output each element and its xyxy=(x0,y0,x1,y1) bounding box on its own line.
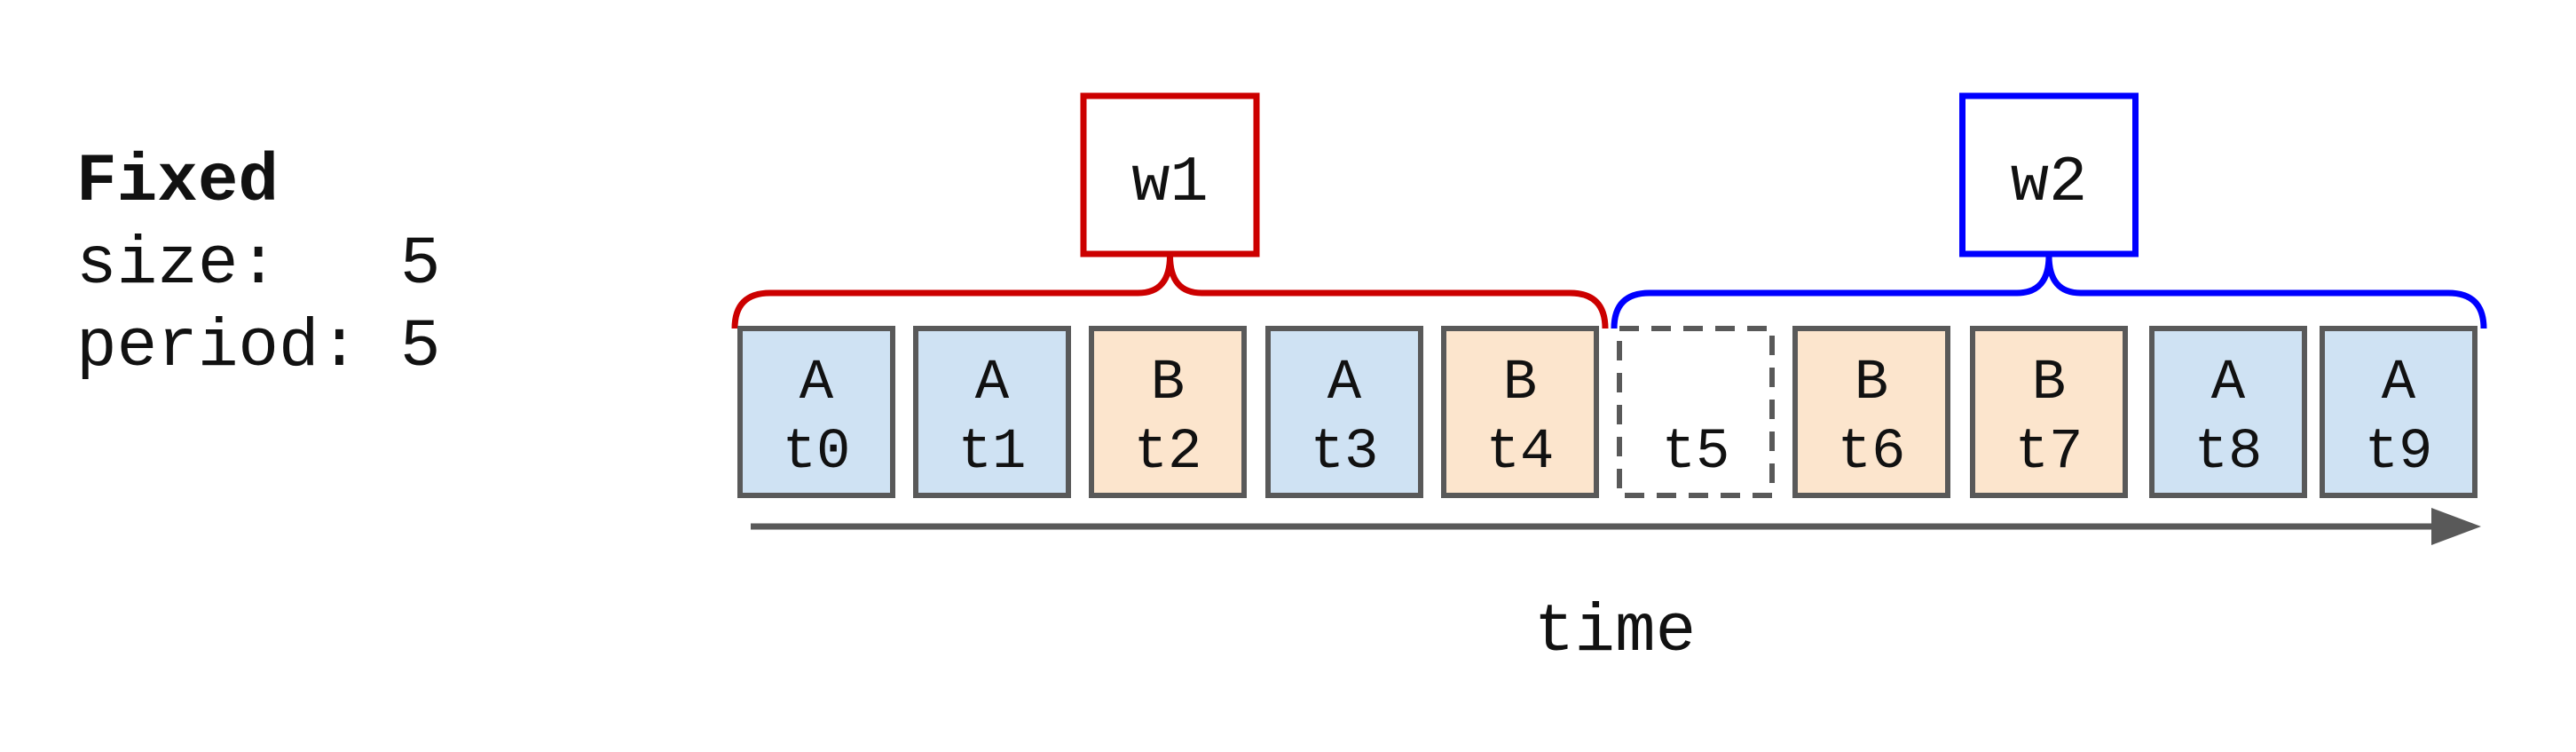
cell-time-label: t3 xyxy=(1311,421,1379,485)
cell-box xyxy=(1089,326,1247,498)
cell-type-label: B xyxy=(1151,352,1185,416)
cell-box xyxy=(1441,326,1599,498)
cell-t5: t5 xyxy=(1617,326,1775,498)
cell-time-label: t0 xyxy=(783,421,851,485)
window-label: w1 xyxy=(1131,146,1208,219)
cell-t4: Bt4 xyxy=(1441,326,1599,498)
info-block: Fixed size: 5 period: 5 xyxy=(76,144,440,385)
cell-time-label: t6 xyxy=(1838,421,1906,485)
cell-t1: At1 xyxy=(913,326,1071,498)
cell-box xyxy=(2149,326,2307,498)
info-period: period: 5 xyxy=(76,309,440,385)
cell-t9: At9 xyxy=(2320,326,2478,498)
cell-type-label: B xyxy=(2032,352,2066,416)
cell-type-label: B xyxy=(1855,352,1888,416)
cell-t3: At3 xyxy=(1265,326,1423,498)
cell-time-label: t1 xyxy=(958,421,1027,485)
cell-box xyxy=(1265,326,1423,498)
cell-t8: At8 xyxy=(2149,326,2307,498)
window-brace xyxy=(1611,255,2487,329)
window-brace xyxy=(731,255,1609,329)
cell-type-label: B xyxy=(1503,352,1537,416)
cell-type-label: A xyxy=(2211,352,2246,416)
window-w2: w2 xyxy=(1611,92,2487,329)
cell-time-label: t4 xyxy=(1486,421,1555,485)
cell-box xyxy=(913,326,1071,498)
info-size: size: 5 xyxy=(76,226,440,303)
time-axis-label: time xyxy=(1534,594,1696,670)
cell-box xyxy=(737,326,895,498)
cell-type-label: A xyxy=(975,352,1010,416)
cell-t2: Bt2 xyxy=(1089,326,1247,498)
cell-box xyxy=(1792,326,1950,498)
cell-type-label: A xyxy=(1327,352,1362,416)
cell-type-label: A xyxy=(2382,352,2416,416)
window-label: w2 xyxy=(2011,146,2087,219)
window-w1: w1 xyxy=(731,92,1609,329)
time-axis: time xyxy=(751,508,2481,670)
window-box xyxy=(1959,92,2139,257)
cell-time-label: t7 xyxy=(2015,421,2084,485)
cell-t0: At0 xyxy=(737,326,895,498)
cell-time-label: t9 xyxy=(2365,421,2433,485)
cell-t7: Bt7 xyxy=(1970,326,2128,498)
cell-t6: Bt6 xyxy=(1792,326,1950,498)
cell-time-label: t5 xyxy=(1662,421,1730,485)
cell-type-label: A xyxy=(800,352,834,416)
cell-time-label: t2 xyxy=(1134,421,1202,485)
windows-layer: w1 w2 xyxy=(731,92,2487,329)
cell-time-label: t8 xyxy=(2194,421,2263,485)
info-title: Fixed xyxy=(76,144,279,220)
time-axis-arrowhead-icon xyxy=(2431,508,2481,545)
cell-box xyxy=(1617,326,1775,498)
cell-box xyxy=(2320,326,2478,498)
cell-box xyxy=(1970,326,2128,498)
window-box xyxy=(1080,92,1260,257)
